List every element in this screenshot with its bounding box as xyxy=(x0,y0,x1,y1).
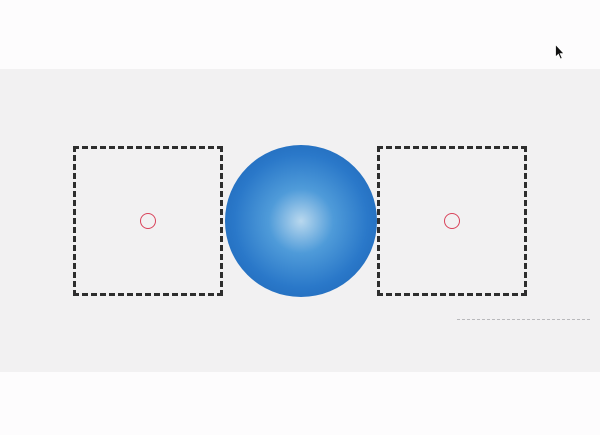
drag-drop-stage xyxy=(0,69,600,372)
mouse-cursor-icon xyxy=(555,44,565,60)
target-circle-icon xyxy=(140,213,156,229)
drop-zone-left[interactable] xyxy=(73,146,223,296)
dashed-divider xyxy=(457,319,590,320)
drop-zone-right[interactable] xyxy=(377,146,527,296)
target-circle-icon xyxy=(444,213,460,229)
draggable-ball[interactable] xyxy=(225,145,377,297)
